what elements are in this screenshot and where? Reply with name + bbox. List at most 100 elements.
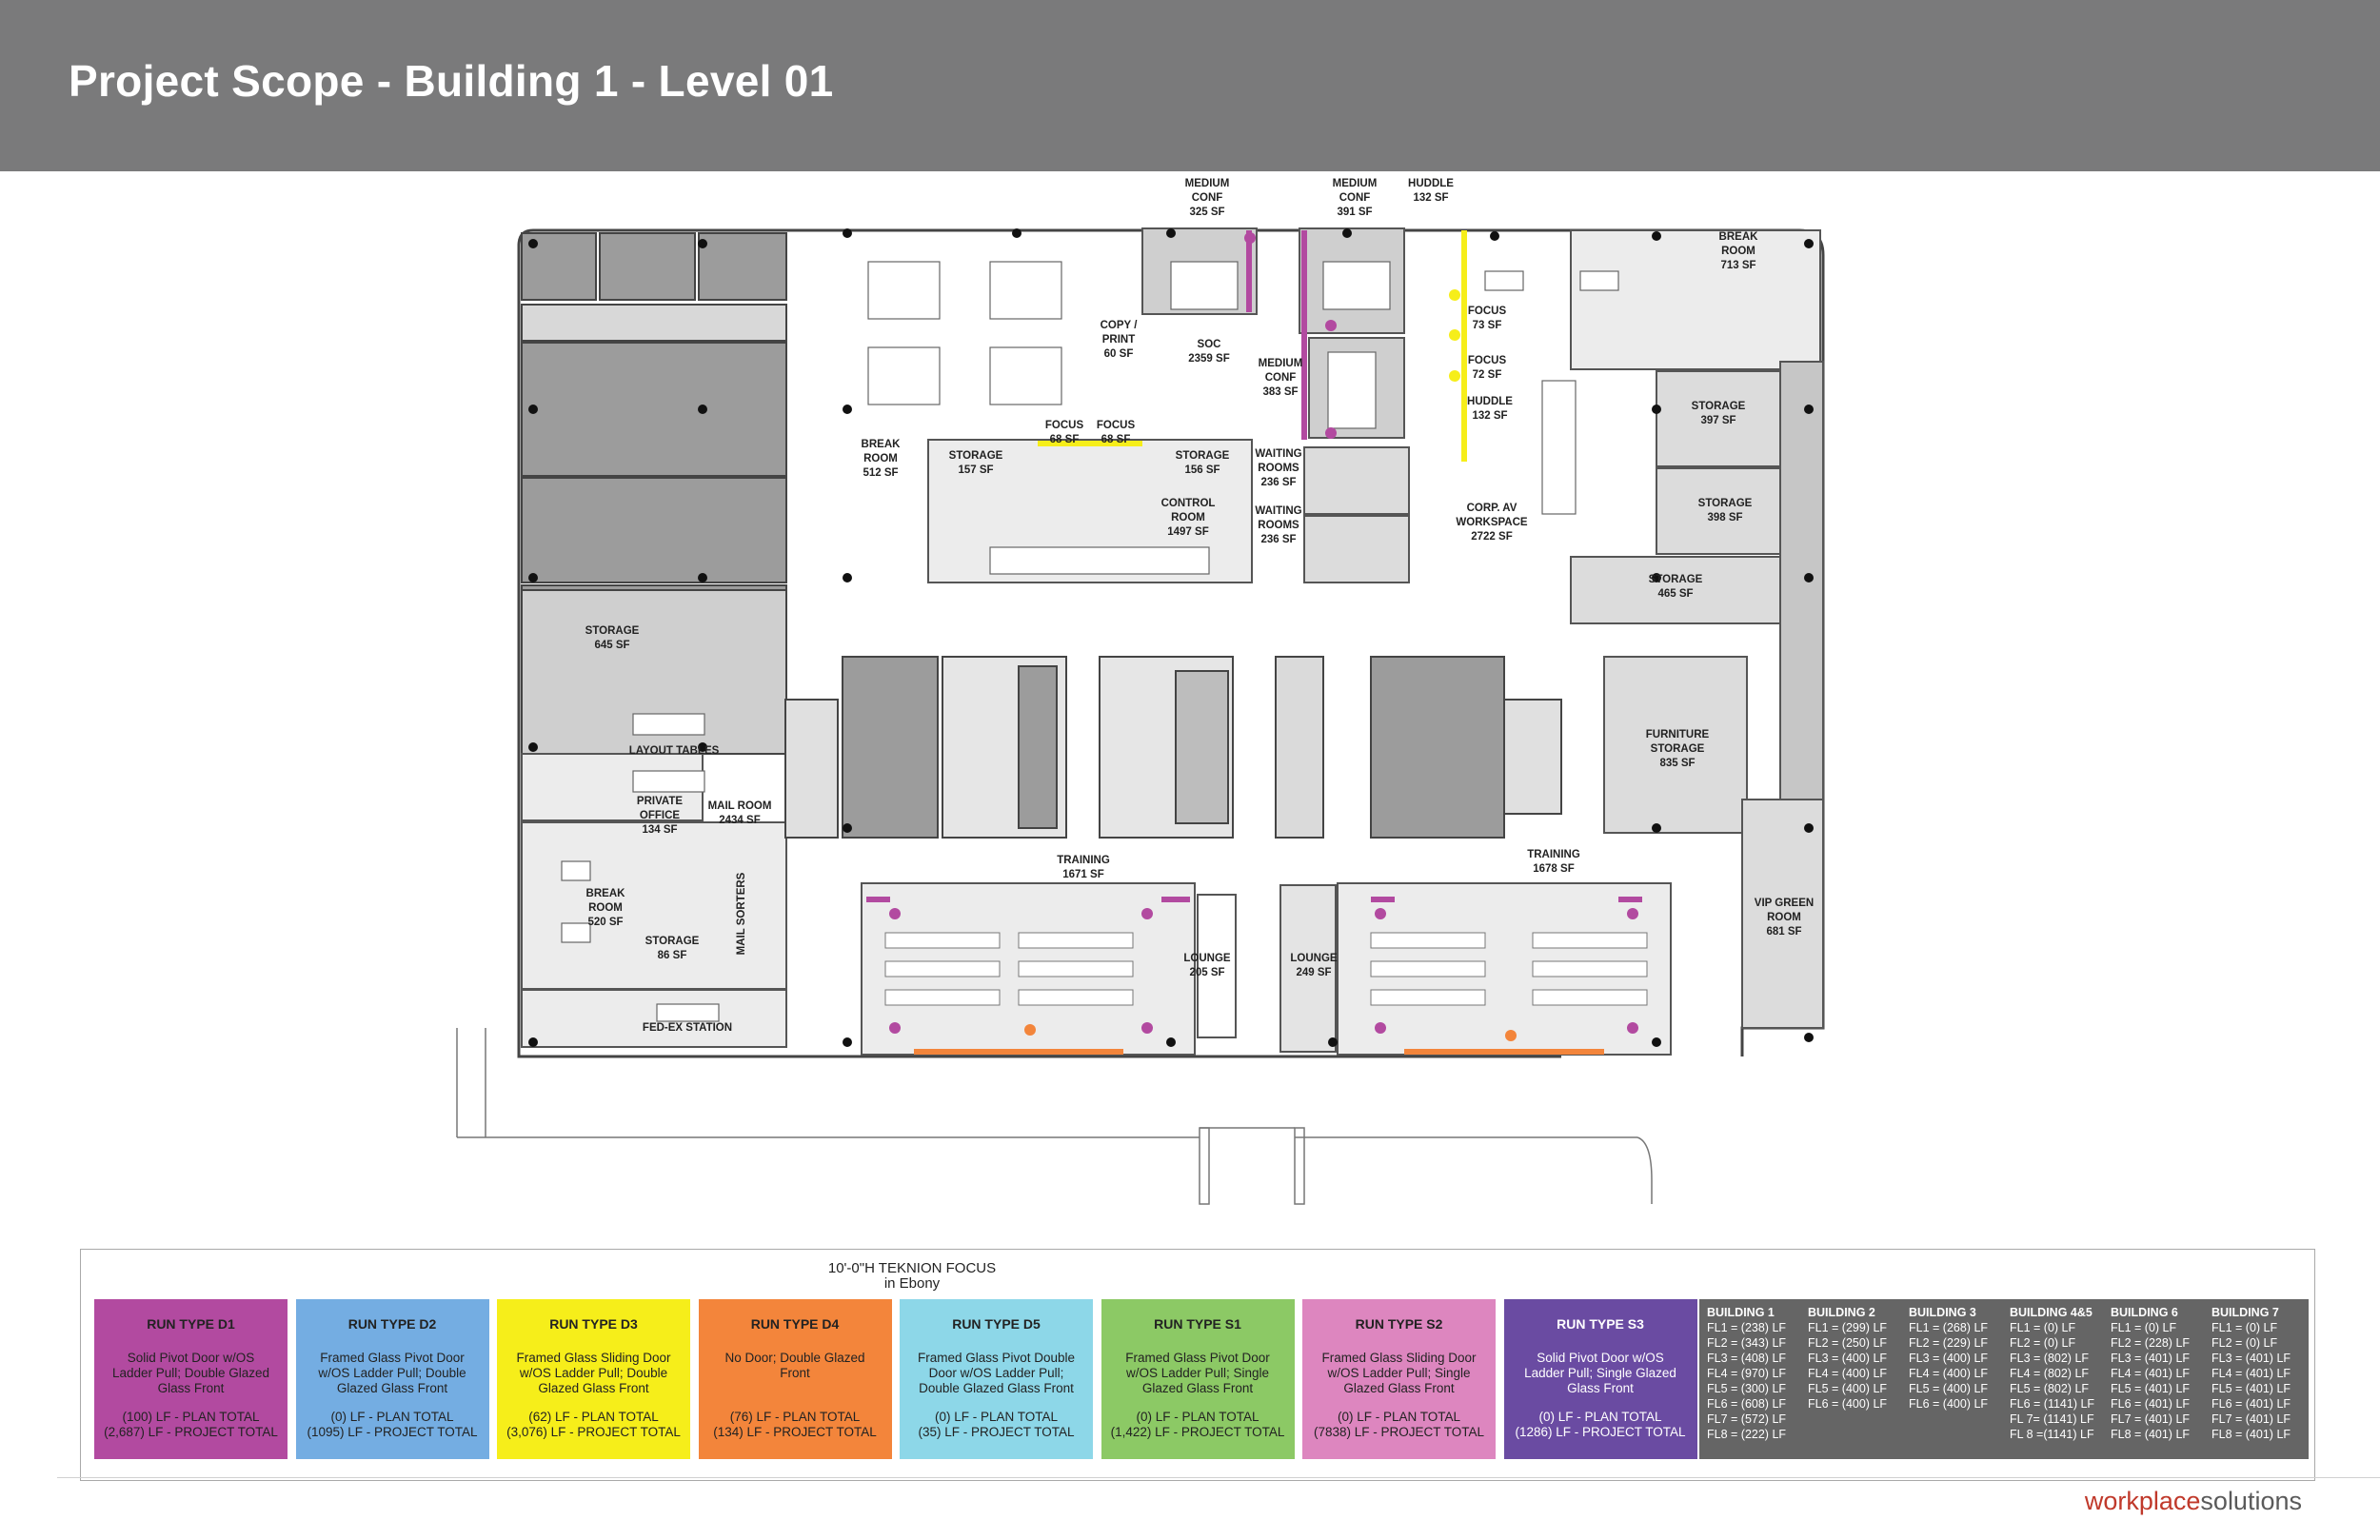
room-label-line: 512 SF <box>863 467 898 479</box>
run-type-description: Framed Glass Pivot Door w/OS Ladder Pull… <box>318 1351 466 1395</box>
room-label-line: LOUNGE <box>1290 953 1338 964</box>
floor-total: FL5 = (401) LF <box>2111 1382 2191 1395</box>
room-label-line: TRAINING <box>1527 849 1580 860</box>
run-type-totals: (0) LF - PLAN TOTAL(7838) LF - PROJECT T… <box>1302 1410 1496 1440</box>
floor-total: FL6 = (401) LF <box>2211 1397 2291 1411</box>
run-type-card: RUN TYPE S2 Framed Glass Sliding Door w/O… <box>1302 1299 1496 1459</box>
project-total: (35) LF - PROJECT TOTAL <box>918 1425 1075 1439</box>
room-label-line: 2359 SF <box>1188 353 1229 365</box>
room-label-line: STORAGE <box>1176 450 1230 462</box>
room-label-line: 465 SF <box>1657 588 1693 600</box>
floor-total: FL4 = (401) LF <box>2211 1367 2291 1380</box>
room-label-line: ROOM <box>1767 912 1801 923</box>
room-label-focus-73: FOCUS 73 SF <box>1468 306 1507 331</box>
floor-total: FL 7= (1141) LF <box>2010 1412 2094 1426</box>
room-label-line: 1497 SF <box>1167 526 1208 538</box>
door-markers <box>889 232 1638 1041</box>
run-type-totals: (0) LF - PLAN TOTAL(1,422) LF - PROJECT … <box>1101 1410 1295 1440</box>
floor-total: FL1 = (0) LF <box>2111 1321 2177 1334</box>
room-label-line: CONTROL <box>1161 498 1216 509</box>
room-label-line: 236 SF <box>1260 534 1296 545</box>
run-type-title: RUN TYPE D3 <box>549 1316 638 1332</box>
room-label-line: WAITING <box>1255 448 1301 460</box>
room-label-training-2: TRAINING 1678 SF <box>1527 849 1580 875</box>
floor-total: FL5 = (401) LF <box>2211 1382 2291 1395</box>
run-type-totals: (0) LF - PLAN TOTAL(35) LF - PROJECT TOT… <box>900 1410 1093 1440</box>
building-name: BUILDING 7 <box>2211 1306 2279 1319</box>
room-label-line: 249 SF <box>1296 967 1331 978</box>
project-total: (134) LF - PROJECT TOTAL <box>713 1425 877 1439</box>
room-label-line: 157 SF <box>958 464 993 476</box>
room-label-line: ROOMS <box>1258 463 1299 474</box>
room-label-line: OFFICE <box>640 810 680 821</box>
workstations <box>561 261 1619 1022</box>
room-label-line: PRINT <box>1102 334 1136 346</box>
floor-total: FL4 = (802) LF <box>2010 1367 2090 1380</box>
run-type-title: RUN TYPE S1 <box>1154 1316 1241 1332</box>
run-type-card: RUN TYPE D3 Framed Glass Sliding Door w/O… <box>497 1299 690 1459</box>
floor-total: FL1 = (299) LF <box>1808 1321 1888 1334</box>
run-type-description: Framed Glass Sliding Door w/OS Ladder Pu… <box>516 1351 671 1395</box>
room-label-layout-tables: LAYOUT TABLES <box>629 745 720 757</box>
floor-total: FL1 = (268) LF <box>1909 1321 1989 1334</box>
room-label-line: 1671 SF <box>1062 869 1103 880</box>
gray-rooms <box>521 232 787 755</box>
room-label-line: LOUNGE <box>1183 953 1231 964</box>
run-type-card: RUN TYPE D1 Solid Pivot Door w/OS Ladder … <box>94 1299 288 1459</box>
plan-total: (100) LF - PLAN TOTAL <box>122 1410 260 1424</box>
room-label-line: 1678 SF <box>1533 863 1574 875</box>
floor-total: FL3 = (400) LF <box>1909 1352 1989 1365</box>
floor-total: FL3 = (400) LF <box>1808 1352 1888 1365</box>
building-name: BUILDING 6 <box>2111 1306 2178 1319</box>
room-label-line: MEDIUM <box>1333 178 1378 189</box>
run-type-title: RUN TYPE D2 <box>347 1316 437 1332</box>
plan-total: (0) LF - PLAN TOTAL <box>934 1410 1059 1424</box>
room-label-line: PRIVATE <box>637 796 683 807</box>
room-label-line: CONF <box>1339 192 1371 204</box>
floor-total: FL6 = (400) LF <box>1909 1397 1989 1411</box>
room-label-line: VIP GREEN <box>1755 898 1814 909</box>
floor-total: FL4 = (400) LF <box>1808 1367 1888 1380</box>
room-label-lounge-2: LOUNGE 249 SF <box>1290 953 1338 978</box>
floor-total: FL4 = (401) LF <box>2111 1367 2191 1380</box>
room-label-line: FOCUS <box>1468 306 1507 317</box>
run-type-title: RUN TYPE D1 <box>147 1316 235 1332</box>
floor-total: FL1 = (0) LF <box>2010 1321 2076 1334</box>
run-type-description: Framed Glass Sliding Door w/OS Ladder Pu… <box>1321 1351 1477 1395</box>
run-type-title: RUN TYPE S2 <box>1355 1316 1443 1332</box>
legend-title: 10'-0"H TEKNION FOCUS in Ebony <box>827 1260 997 1292</box>
room-label-line: WORKSPACE <box>1456 517 1528 528</box>
floor-total: FL6 = (401) LF <box>2111 1397 2191 1411</box>
room-label-training-1: TRAINING 1671 SF <box>1057 855 1110 880</box>
floor-total: FL5 = (300) LF <box>1707 1382 1787 1395</box>
run-type-totals: (0) LF - PLAN TOTAL(1095) LF - PROJECT T… <box>296 1410 489 1440</box>
floor-total: FL 8 =(1141) LF <box>2010 1428 2094 1441</box>
room-label-line: TRAINING <box>1057 855 1110 866</box>
run-type-description: Solid Pivot Door w/OS Ladder Pull; Doubl… <box>111 1351 270 1395</box>
floor-total: FL4 = (970) LF <box>1707 1367 1787 1380</box>
building-name: BUILDING 4&5 <box>2010 1306 2092 1319</box>
room-label-line: 73 SF <box>1473 320 1502 331</box>
building-name: BUILDING 2 <box>1808 1306 1875 1319</box>
run-type-title: RUN TYPE S3 <box>1557 1316 1644 1332</box>
room-label-line: ROOM <box>1721 246 1755 257</box>
floor-total: FL7 = (572) LF <box>1707 1412 1787 1426</box>
room-label-line: 397 SF <box>1700 415 1735 426</box>
floor-total: FL8 = (401) LF <box>2111 1428 2191 1441</box>
room-label-line: HUDDLE <box>1408 178 1454 189</box>
